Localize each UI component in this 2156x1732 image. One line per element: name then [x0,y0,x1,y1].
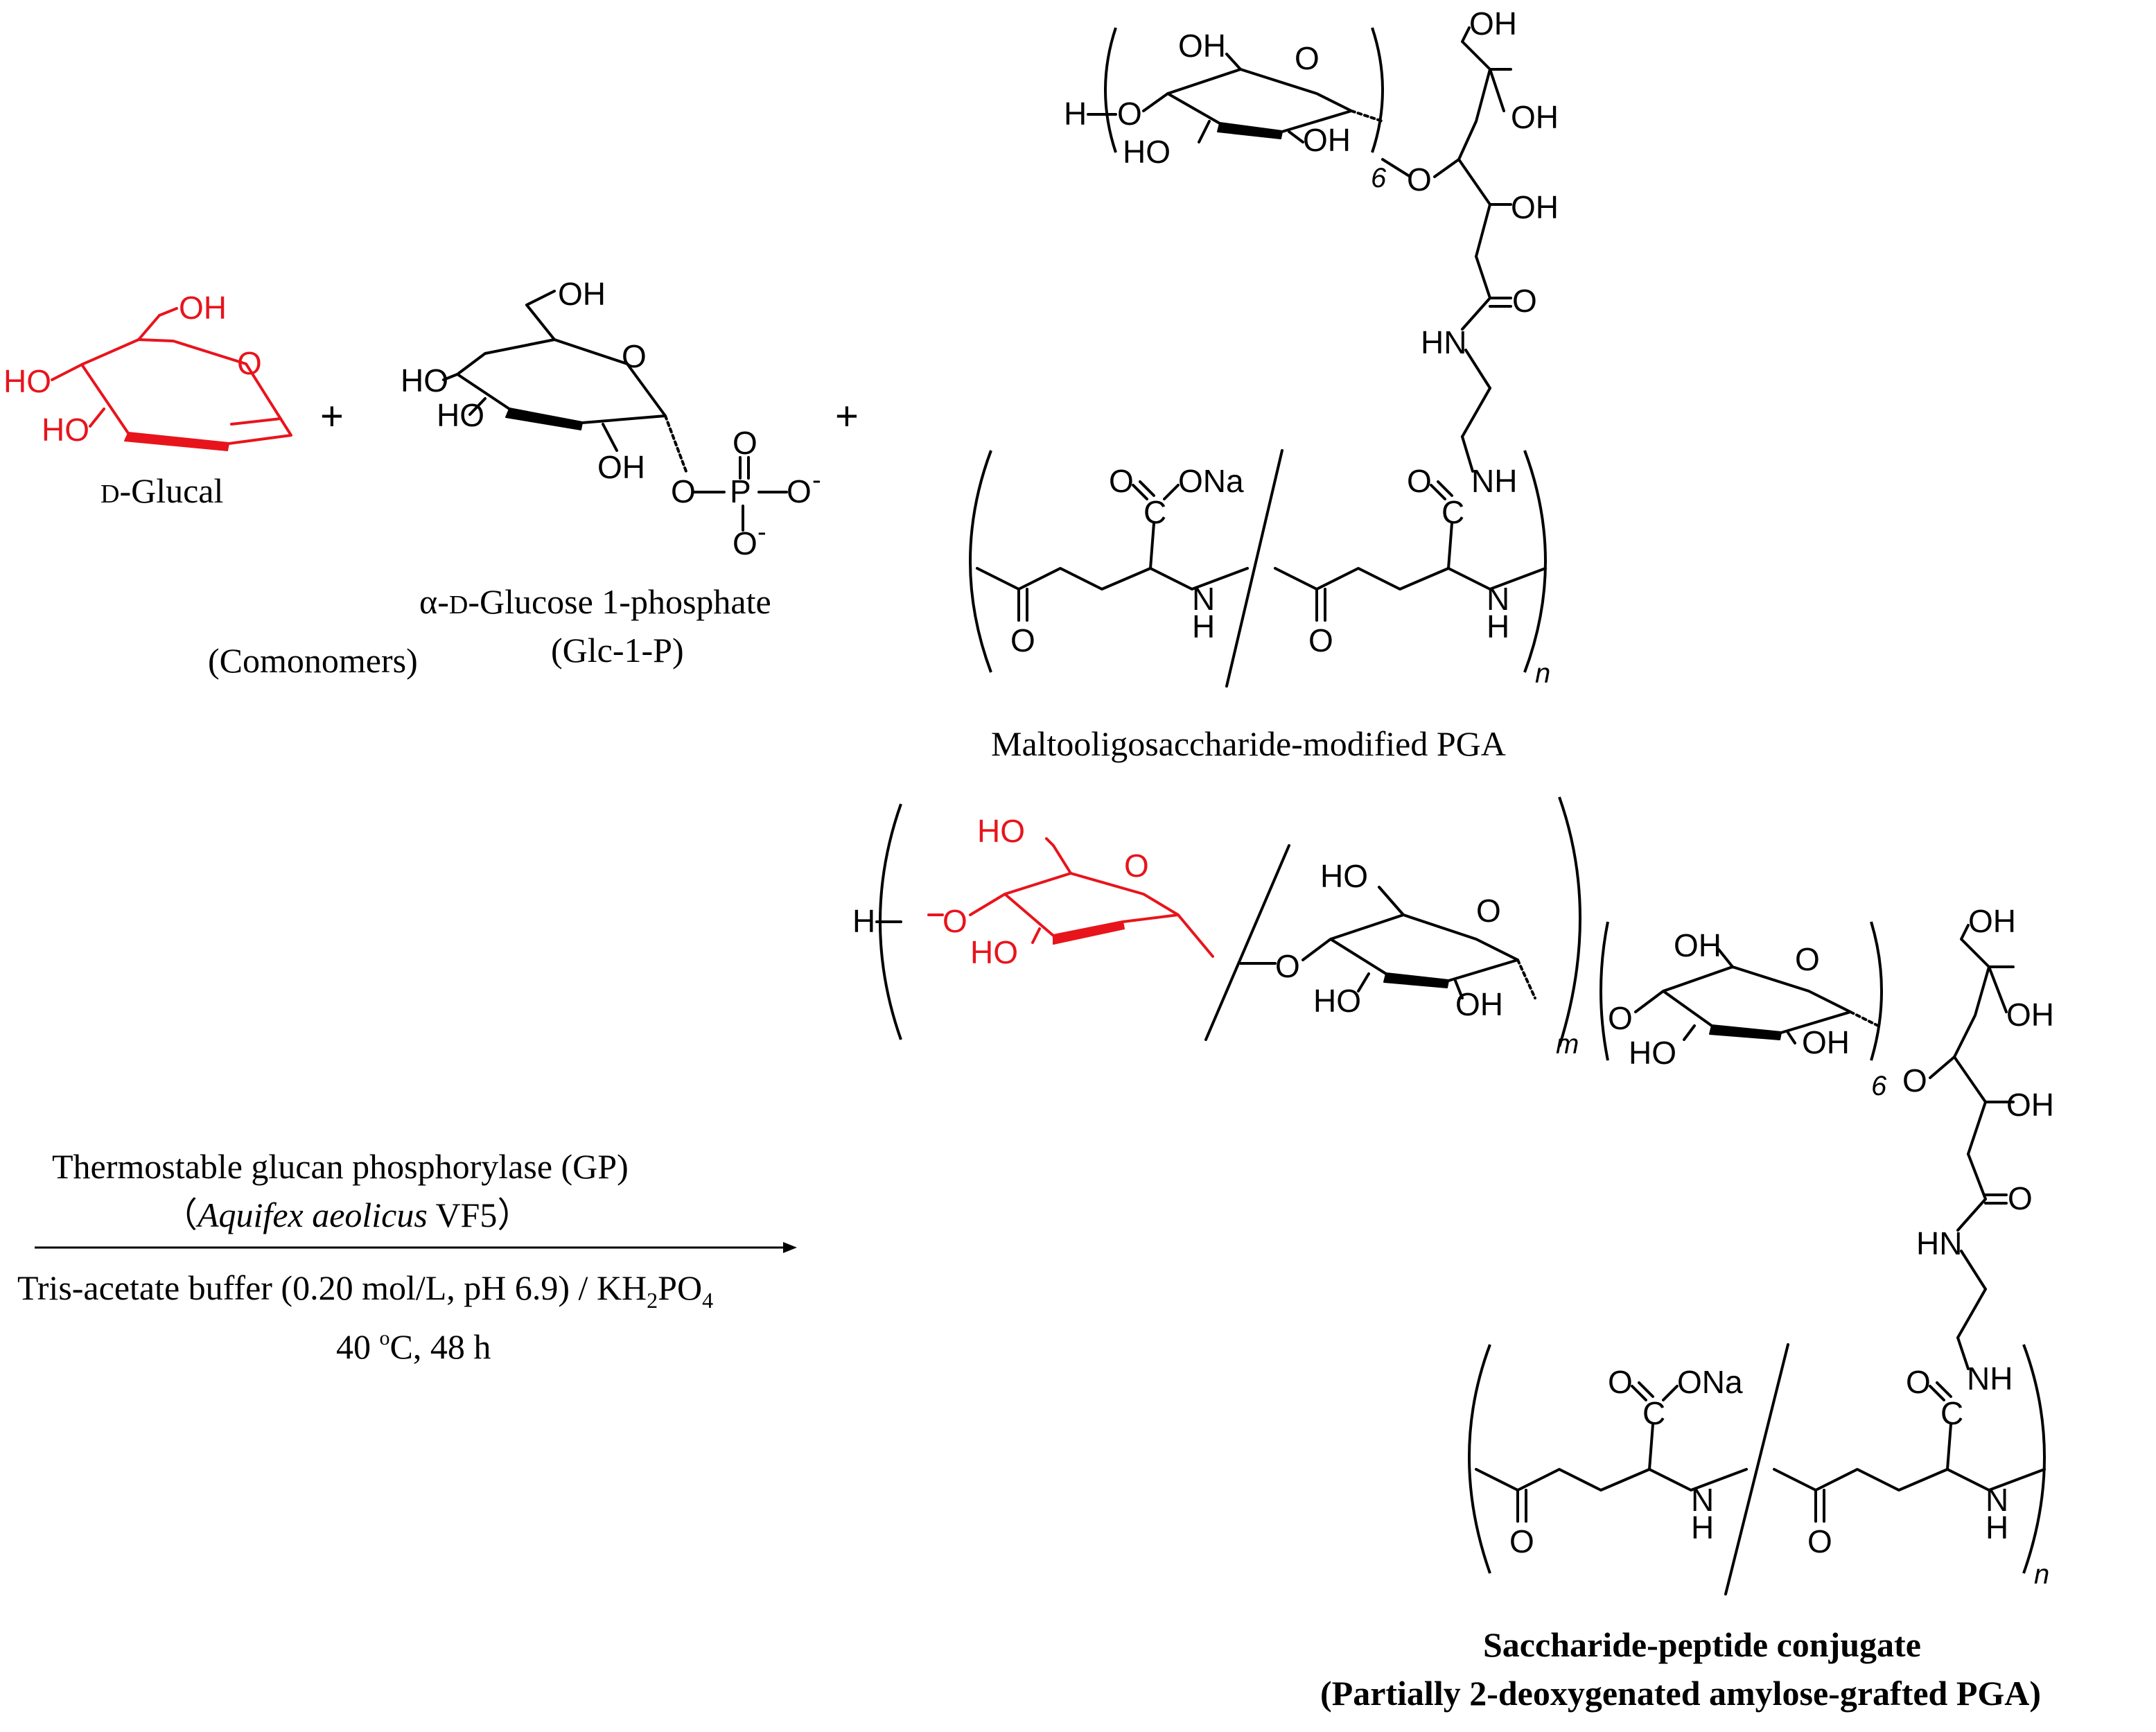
conjugate-oh-c5: OH [2006,997,2054,1033]
primer-oh-2: OH [1303,122,1351,158]
glucal-o-ring: O [237,345,262,381]
glc1p-oh-6: OH [558,276,606,312]
glc1p-abbrev: (Glc-1-P) [551,631,684,670]
glc1p-o-link: O [671,473,696,509]
conjugate-ona: ONa [1677,1364,1743,1400]
conjugate-n-2: N [1986,1482,2008,1518]
reaction-arrow-block: Thermostable glucan phosphorylase (GP) （… [17,1147,797,1366]
primer-sub-n: n [1535,658,1550,689]
conjugate-subtitle: (Partially 2-deoxygenated amylose-grafte… [1320,1674,2041,1713]
glc1p-p: P [730,473,751,509]
primer-oh-6: OH [1178,28,1226,64]
primer-o-acid: O [1109,463,1134,499]
conjugate-o-carbonyl-2: O [1807,1523,1832,1559]
glucal-label: D-Glucal [100,471,223,510]
conjugate-hn: HN [1916,1225,1962,1261]
conjugate-sub-n: n [2034,1559,2049,1590]
glucal-ho-3: HO [42,412,89,448]
conjugate-o-ring: O [1476,893,1501,929]
conjugate-o-ring-red: O [1124,848,1149,884]
primer-o-carbonyl-2: O [1308,622,1333,658]
primer-label: Maltooligosaccharide-modified PGA [991,724,1506,763]
conjugate-oh-2b: OH [1802,1024,1850,1060]
primer-o-amide: O [1512,283,1537,319]
conjugate-ho-3: HO [1313,983,1361,1019]
glc1p-ho-4: HO [401,362,448,399]
primer-sub-6: 6 [1371,163,1387,193]
conjugate-ho-3b: HO [1629,1035,1676,1071]
conjugate-o-amide: O [2008,1180,2033,1216]
conjugate-sub-6: 6 [1871,1071,1887,1101]
glc1p-o-double: O [733,425,757,461]
conjugate-o-2: O [1275,948,1300,984]
conjugate-o-red: O [943,903,967,939]
primer-structure: H O OH O HO OH 6 O OH OH OH O HN NH [969,6,1559,689]
primer-ho-3: HO [1123,134,1171,170]
conjugate-nh: NH [1967,1361,2013,1397]
conjugate-o-link: O [1902,1062,1927,1099]
conjugate-n-1: N [1691,1482,1714,1518]
conjugate-h-2: H [1986,1510,2008,1546]
glc1p-ho-3: HO [437,397,484,433]
primer-o-link: O [1407,161,1432,198]
temperature-time-label: 40 oC, 48 h [336,1327,491,1366]
comonomers-label: (Comonomers) [208,641,418,680]
plus-sign-1: + [320,394,344,439]
conjugate-o-3: O [1608,1000,1633,1036]
conjugate-oh-6b: OH [1674,927,1721,963]
plus-sign-2: + [835,394,859,439]
glc1p-o-minus-2: O [733,525,757,561]
primer-o-left: O [1117,96,1142,132]
buffer-label: Tris-acetate buffer (0.20 mol/L, pH 6.9)… [17,1268,713,1313]
primer-nh: NH [1471,463,1517,499]
conjugate-oh-top: OH [1968,903,2016,939]
conjugate-h: H [852,903,875,939]
glc1p-minus-1: - [812,466,821,495]
primer-h-2: H [1487,609,1509,645]
enzyme-label: Thermostable glucan phosphorylase (GP) [52,1147,629,1186]
primer-ona: ONa [1178,463,1244,499]
arrow-head [783,1242,797,1253]
conjugate-h-1: H [1691,1510,1714,1546]
d-glucal-structure: OH O HO HO D-Glucal [3,290,292,510]
glucal-ho-4: HO [3,363,51,399]
conjugate-oh-c3: OH [2006,1087,2054,1123]
primer-h-1: H [1192,609,1215,645]
glc1p-minus-2: - [757,518,766,547]
primer-oh-top: OH [1469,6,1517,42]
conjugate-ho-6-red: HO [977,813,1025,849]
glc1p-o-minus-1: O [787,473,812,509]
conjugate-sub-m: m [1556,1029,1579,1060]
primer-oh-c5: OH [1511,99,1559,135]
glc1p-o-ring: O [622,338,647,374]
conjugate-o-amide-2: O [1906,1364,1931,1400]
enzyme-source: （Aquifex aeolicus VF5） [163,1196,532,1234]
glc-1-p-structure: OH O HO HO OH O P O O - O - α-D-Glucose … [401,276,821,670]
conjugate-oh-2: OH [1455,986,1503,1022]
primer-o-amide-2: O [1407,463,1432,499]
primer-o-ring: O [1295,40,1320,76]
conjugate-o-acid: O [1608,1364,1633,1400]
glucal-oh-6: OH [179,290,227,326]
conjugate-title: Saccharide-peptide conjugate [1483,1625,1921,1664]
conjugate-o-ring-b: O [1795,941,1820,977]
glc1p-oh-2: OH [597,449,645,485]
conjugate-o-carbonyl-1: O [1509,1523,1534,1559]
primer-n-2: N [1487,581,1509,617]
primer-h: H [1064,96,1087,132]
glc1p-label: α-D-Glucose 1-phosphate [419,582,771,621]
conjugate-structure: H O HO O HO O HO O HO OH m O [852,796,2054,1595]
primer-o-carbonyl-1: O [1010,622,1035,658]
primer-n-1: N [1192,581,1215,617]
primer-oh-c3: OH [1511,189,1559,225]
conjugate-ho-3-red: HO [970,934,1018,970]
conjugate-ho-6: HO [1320,858,1368,894]
primer-hn: HN [1421,324,1466,360]
